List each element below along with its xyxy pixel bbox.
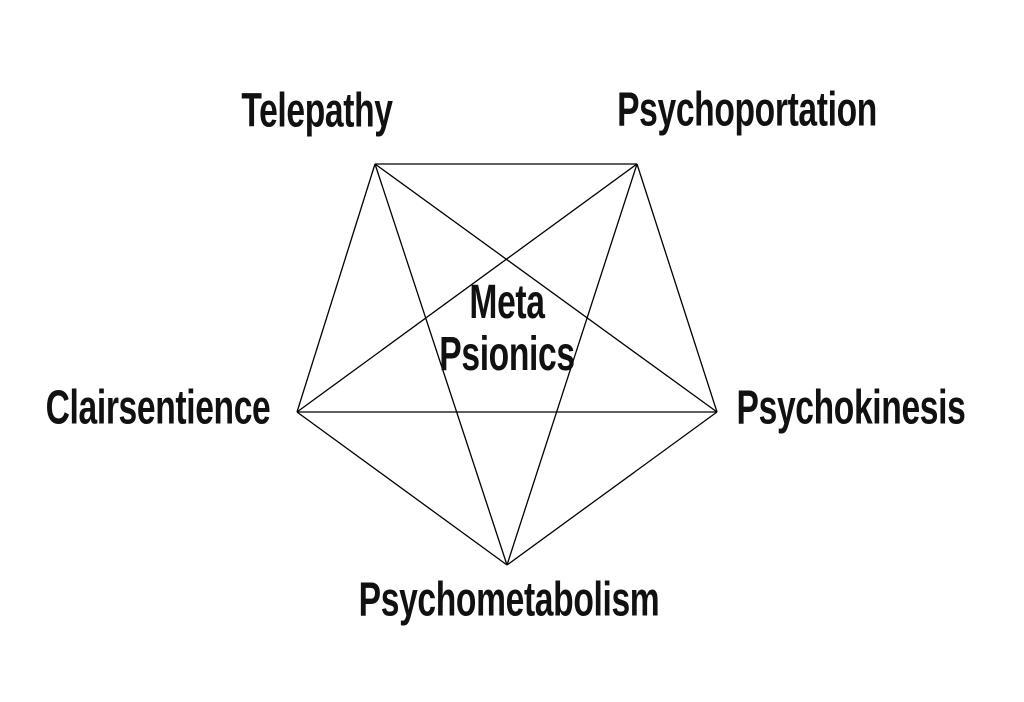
edge-psychokinesis-psychometabolism — [506, 411, 718, 566]
edge-telepathy-psychokinesis — [374, 163, 718, 413]
edge-psychoportation-psychokinesis — [636, 163, 718, 413]
edge-psychometabolism-clairsentience — [296, 411, 508, 566]
node-label-telepathy: Telepathy — [241, 84, 393, 138]
edge-telepathy-psychometabolism — [374, 163, 508, 566]
edge-clairsentience-telepathy — [296, 163, 376, 413]
pentagon-edges — [296, 163, 718, 566]
center-label-line1: Meta — [469, 276, 545, 329]
node-label-psychoportation: Psychoportation — [617, 83, 877, 137]
node-label-psychometabolism: Psychometabolism — [358, 573, 660, 627]
edge-psychoportation-clairsentience — [296, 163, 638, 413]
edge-psychoportation-psychometabolism — [506, 163, 638, 566]
center-label-meta-psionics: Meta Psionics — [439, 276, 575, 381]
node-label-psychokinesis: Psychokinesis — [736, 381, 966, 435]
center-label-line2: Psionics — [439, 328, 575, 381]
node-label-clairsentience: Clairsentience — [45, 381, 271, 435]
